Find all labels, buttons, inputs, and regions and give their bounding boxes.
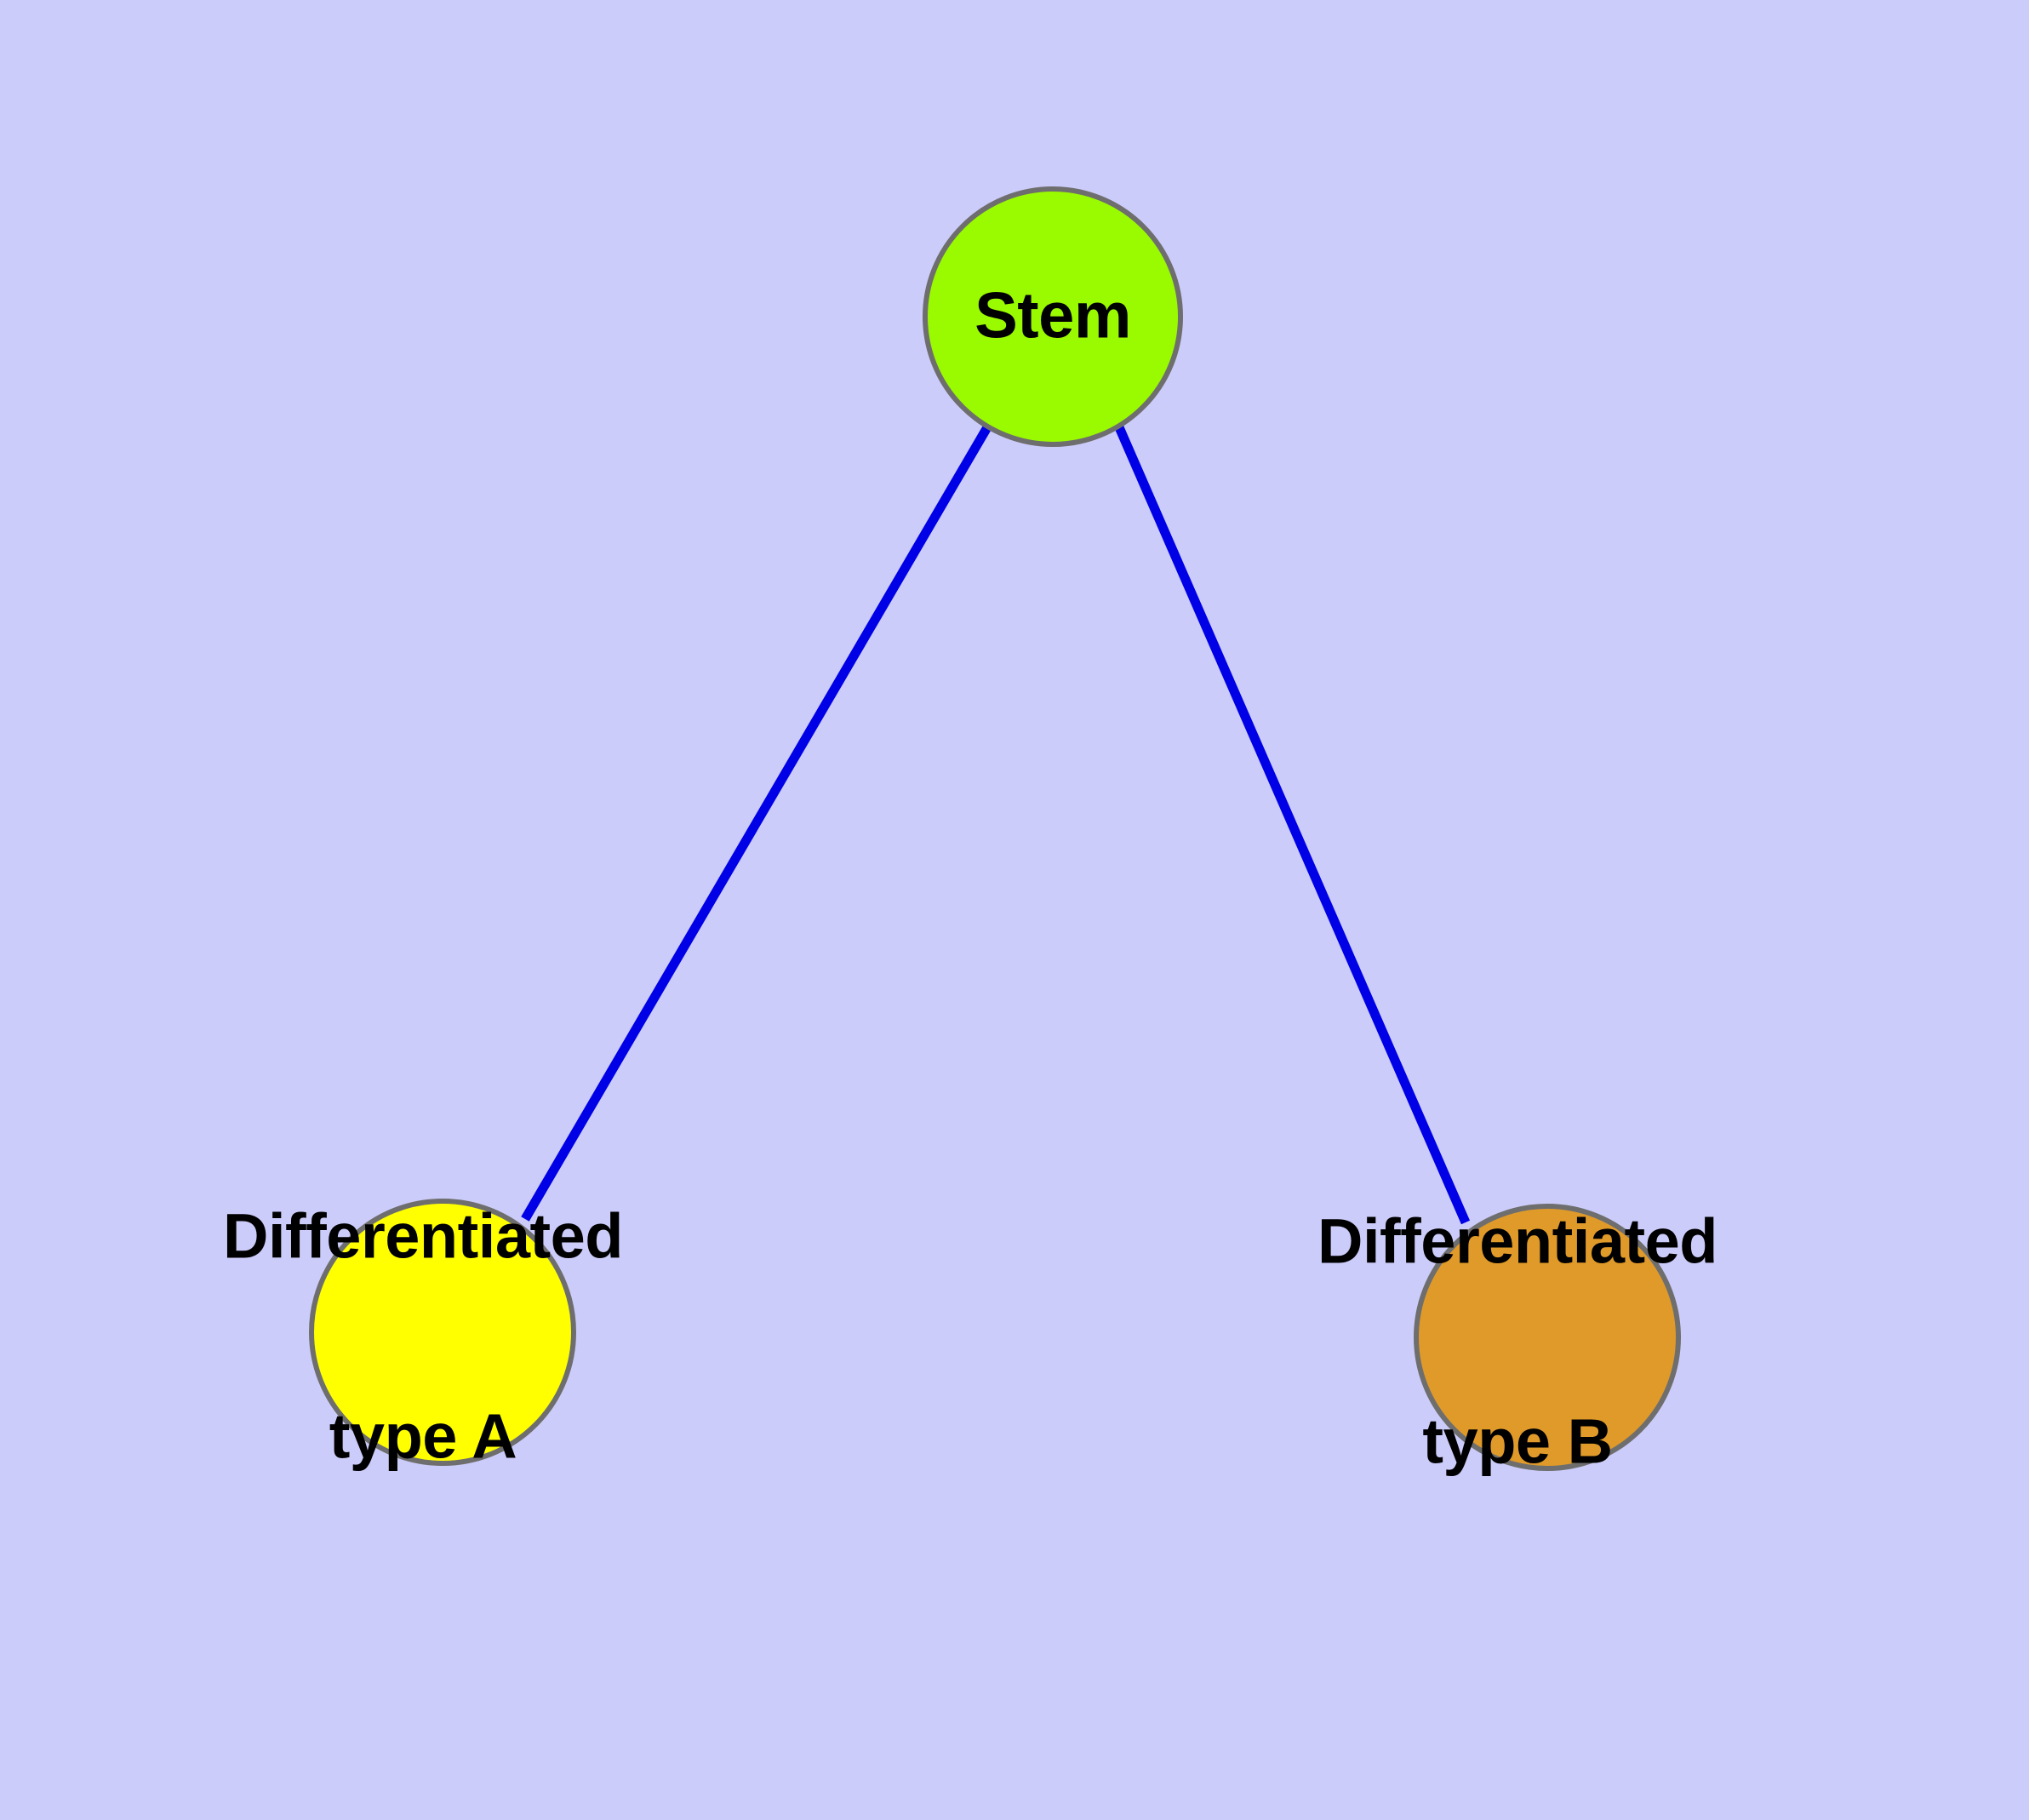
- node-diff-b[interactable]: [1414, 1204, 1681, 1471]
- edge-stem-to-diff-b[interactable]: [1114, 425, 1471, 1225]
- edge-stem-to-diff-a[interactable]: [521, 425, 992, 1222]
- node-stem[interactable]: [923, 186, 1183, 447]
- node-diff-a[interactable]: [309, 1199, 576, 1466]
